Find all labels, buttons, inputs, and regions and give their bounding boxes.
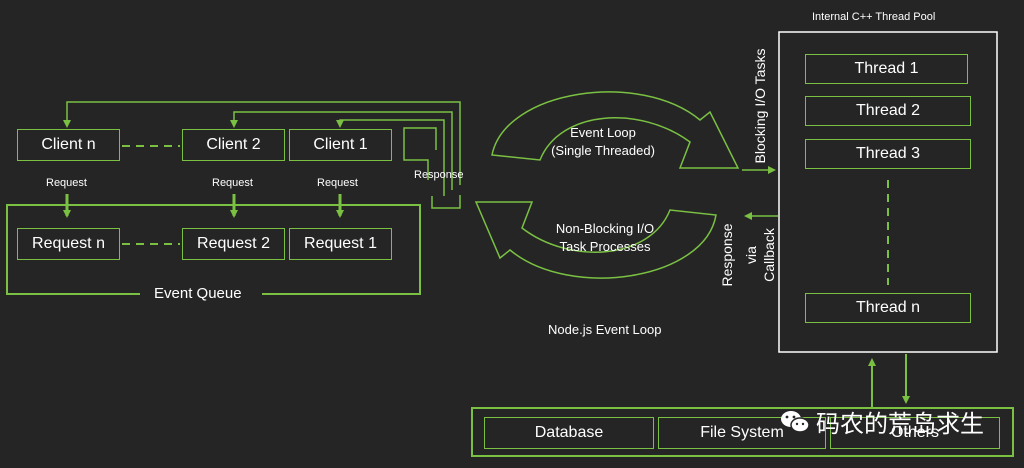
client-1-label: Client 1 xyxy=(313,136,368,153)
file-system-box: File System xyxy=(658,417,826,449)
request-1-label: Request 1 xyxy=(304,235,377,252)
client-2-label: Client 2 xyxy=(206,136,261,153)
response-label: Response xyxy=(414,169,464,181)
thread-3-label: Thread 3 xyxy=(855,145,921,162)
event-loop-line1: Event Loop xyxy=(570,125,636,140)
request-1-box: Request 1 xyxy=(289,228,392,260)
database-label: Database xyxy=(534,424,604,441)
thread-pool-title: Internal C++ Thread Pool xyxy=(812,11,936,23)
thread-1-box: Thread 1 xyxy=(805,54,968,84)
client-n-label: Client n xyxy=(41,136,96,153)
request-2-label: Request 2 xyxy=(197,235,270,252)
others-box: Others xyxy=(830,417,1000,449)
client-2-box: Client 2 xyxy=(182,129,285,161)
request-label-1: Request xyxy=(317,177,358,189)
event-loop-caption: Node.js Event Loop xyxy=(548,322,662,337)
thread-2-label: Thread 2 xyxy=(855,102,921,119)
blocking-io-label: Blocking I/O Tasks xyxy=(752,48,768,164)
wechat-icon xyxy=(780,409,810,435)
event-loop-line2: (Single Threaded) xyxy=(551,143,655,158)
client-1-box: Client 1 xyxy=(289,129,392,161)
thread-n-label: Thread n xyxy=(855,299,921,316)
thread-3-box: Thread 3 xyxy=(805,139,971,169)
via-label: via xyxy=(743,246,759,264)
others-label: Others xyxy=(890,424,939,441)
request-2-box: Request 2 xyxy=(182,228,285,260)
request-n-label: Request n xyxy=(32,235,105,252)
thread-2-box: Thread 2 xyxy=(805,96,971,126)
non-blocking-text: Non-Blocking I/O Task Processes xyxy=(540,220,670,256)
callback-label: Callback xyxy=(761,228,777,282)
event-queue-label: Event Queue xyxy=(154,285,242,302)
database-box: Database xyxy=(484,417,654,449)
file-system-label: File System xyxy=(700,424,784,441)
non-blocking-line1: Non-Blocking I/O xyxy=(555,221,655,236)
request-n-box: Request n xyxy=(17,228,120,260)
event-loop-title: Event Loop (Single Threaded) xyxy=(548,124,658,160)
watermark-text: 码农的荒岛求生 xyxy=(816,410,984,438)
request-label-2: Request xyxy=(212,177,253,189)
non-blocking-line2: Task Processes xyxy=(559,239,651,254)
client-n-box: Client n xyxy=(17,129,120,161)
watermark: 码农的荒岛求生 xyxy=(780,404,984,439)
thread-1-label: Thread 1 xyxy=(854,60,919,77)
request-label-n: Request xyxy=(46,177,87,189)
response-via-label: Response xyxy=(719,223,735,287)
thread-n-box: Thread n xyxy=(805,293,971,323)
